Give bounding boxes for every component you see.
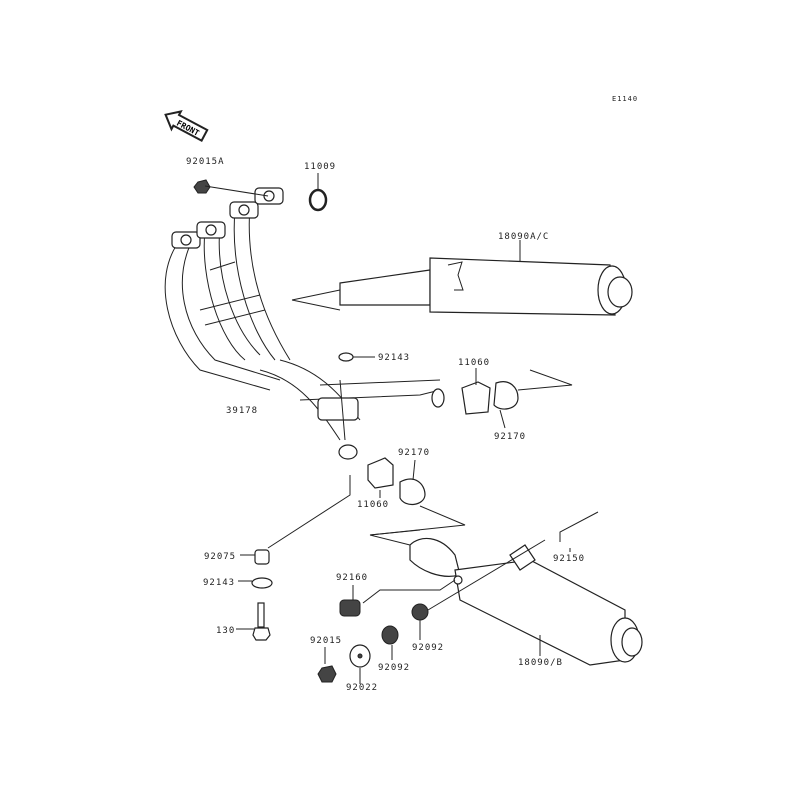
part-label: 92015A	[186, 157, 225, 167]
diagram-code: E1140	[612, 95, 638, 103]
part-label: 11060	[357, 500, 389, 510]
part-labels: 92015A 11009 18090A/C 92143 11060 39178 …	[186, 157, 585, 693]
part-label: 92170	[398, 448, 430, 458]
part-label: 92092	[412, 643, 444, 653]
part-label: 92092	[378, 663, 410, 673]
exhaust-header-pipes	[164, 187, 445, 460]
part-label: 92143	[378, 353, 410, 363]
part-label: 92015	[310, 636, 342, 646]
part-label: 18090A/C	[498, 232, 549, 242]
part-label: 11009	[304, 162, 336, 172]
part-label: 92160	[336, 573, 368, 583]
front-arrow-icon: FRONT	[164, 110, 209, 142]
leader-lines	[204, 173, 573, 684]
part-label: 92150	[553, 554, 585, 564]
part-icons	[193, 179, 599, 683]
part-label: 92170	[494, 432, 526, 442]
part-label: 92075	[204, 552, 236, 562]
part-label: 11060	[458, 358, 490, 368]
part-label: 130	[216, 626, 235, 636]
part-label: 92022	[346, 683, 378, 693]
muffler-upper	[291, 257, 633, 316]
muffler-lower	[369, 529, 643, 666]
part-label: 18090/B	[518, 658, 563, 668]
part-label: 39178	[226, 406, 258, 416]
part-label: 92143	[203, 578, 235, 588]
